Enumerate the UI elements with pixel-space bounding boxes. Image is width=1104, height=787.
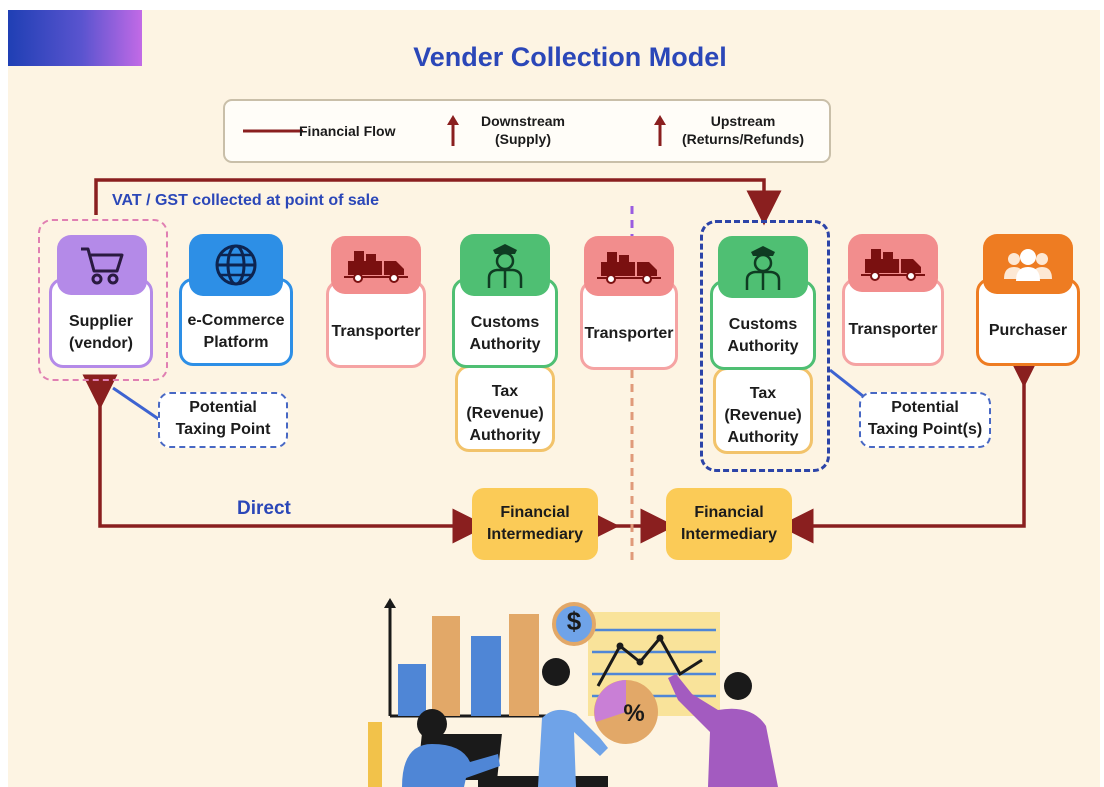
tax2-label-line1: Tax bbox=[749, 384, 777, 402]
customs1-label-line2: Authority bbox=[469, 336, 541, 353]
direct-flow-line bbox=[82, 374, 488, 544]
legend-financial-flow: Financial Flow bbox=[299, 123, 396, 139]
flow-lines bbox=[82, 178, 1042, 565]
tax2-label-line2: (Revenue) bbox=[724, 406, 802, 424]
customs-tax-dashed-boundary bbox=[700, 220, 830, 472]
tax1-label-line2: (Revenue) bbox=[466, 404, 544, 422]
customs2-label-line1: Customs bbox=[728, 316, 798, 333]
direct-label: Direct bbox=[237, 498, 291, 519]
ecommerce-label-line1: e-Commerce bbox=[187, 312, 285, 329]
left-note-connector bbox=[112, 386, 161, 422]
diagram-canvas: Vender Collection Model Financial Flow D… bbox=[8, 10, 1100, 787]
legend-box: Financial Flow Downstream (Supply) Upstr… bbox=[223, 99, 831, 163]
left-note-line1: Potential bbox=[189, 399, 257, 416]
right-note-line2: Taxing Point(s) bbox=[867, 421, 983, 438]
left-note-line2: Taxing Point bbox=[175, 421, 271, 438]
legend-upstream-line2: (Returns/Refunds) bbox=[681, 131, 805, 147]
legend-upstream-line1: Upstream bbox=[710, 113, 776, 129]
globe-icon bbox=[189, 234, 283, 296]
people-group-icon bbox=[983, 234, 1073, 294]
customs1-label-line1: Customs bbox=[470, 314, 540, 331]
supplier-label-line2: (vendor) bbox=[68, 335, 133, 352]
supplier-dashed-boundary bbox=[38, 219, 168, 381]
diagram-title: Vender Collection Model bbox=[413, 42, 727, 72]
tax2-label-line3: Authority bbox=[727, 428, 799, 446]
potential-taxing-point-note-left: Potential Taxing Point bbox=[158, 392, 288, 448]
intermediary-left-line1: Financial bbox=[500, 504, 570, 521]
supplier-card: Supplier (vendor) bbox=[49, 278, 153, 368]
purchaser-flow-line bbox=[778, 352, 1042, 544]
supplier-label-line1: Supplier bbox=[68, 313, 133, 330]
customs-officer-icon bbox=[460, 234, 550, 296]
customs-officer-icon bbox=[718, 236, 808, 298]
legend-downstream: Downstream (Supply) bbox=[468, 112, 578, 148]
percent-icon: % bbox=[623, 700, 645, 727]
truck-icon bbox=[848, 234, 938, 292]
intermediary-left-line2: Intermediary bbox=[486, 526, 584, 543]
downstream-arrow-icon bbox=[447, 115, 459, 146]
legend-downstream-line1: Downstream bbox=[480, 113, 566, 129]
top-financial-flow-line bbox=[94, 178, 782, 226]
tax1-label-line3: Authority bbox=[469, 426, 541, 444]
finance-team-illustration bbox=[368, 598, 778, 787]
tax-authority-card-2: Tax (Revenue) Authority bbox=[713, 367, 813, 454]
corner-gradient-decoration bbox=[8, 10, 142, 66]
intermediary-right-line2: Intermediary bbox=[680, 526, 778, 543]
intermediary-right-line1: Financial bbox=[694, 504, 764, 521]
ecommerce-label-line2: Platform bbox=[203, 334, 269, 351]
shopping-cart-icon bbox=[57, 235, 147, 295]
legend-upstream: Upstream (Returns/Refunds) bbox=[673, 112, 813, 148]
truck-icon bbox=[584, 236, 674, 296]
tax1-label-line1: Tax bbox=[491, 382, 519, 400]
right-note-line1: Potential bbox=[891, 399, 959, 416]
top-flow-label: VAT / GST collected at point of sale bbox=[112, 192, 379, 209]
truck-icon bbox=[331, 236, 421, 294]
financial-flow-swatch bbox=[243, 129, 303, 133]
transporter-card-1: Transporter bbox=[326, 280, 426, 368]
dollar-coin-icon: $ bbox=[566, 606, 582, 636]
upstream-arrow-icon bbox=[654, 115, 666, 146]
legend-downstream-line2: (Supply) bbox=[495, 131, 551, 147]
customs2-label-line2: Authority bbox=[727, 338, 799, 355]
potential-taxing-point-note-right: Potential Taxing Point(s) bbox=[859, 392, 991, 448]
tax-authority-card-1: Tax (Revenue) Authority bbox=[455, 365, 555, 452]
